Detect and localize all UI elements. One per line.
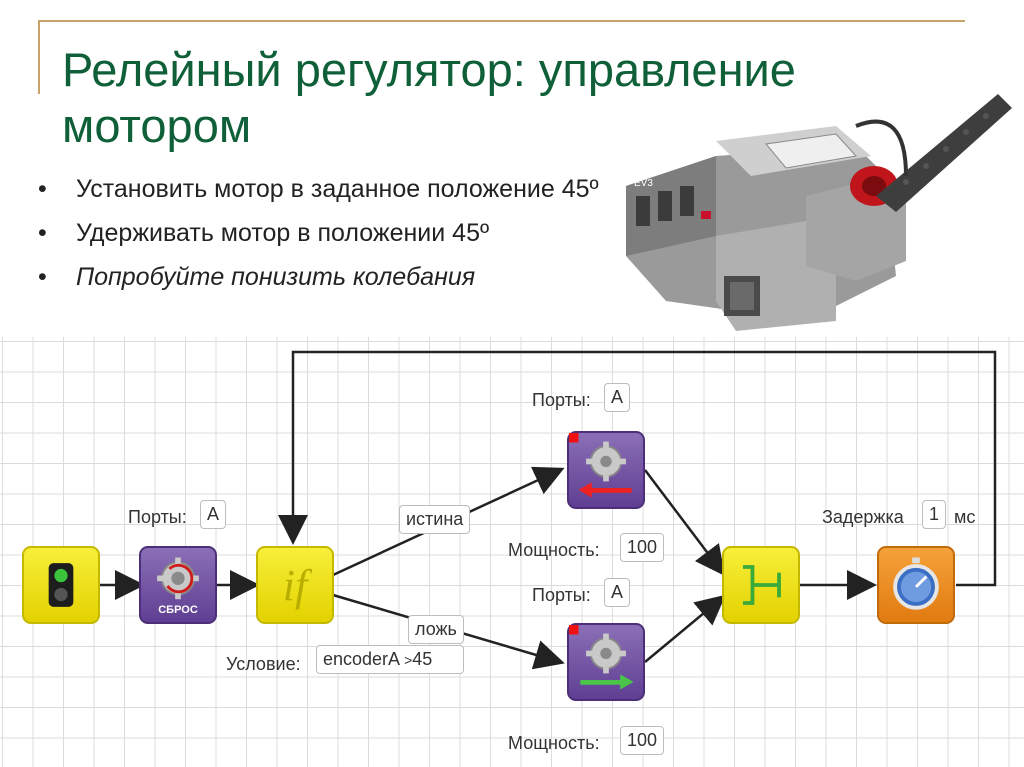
title-rule-top bbox=[38, 20, 965, 22]
bullet-dot: • bbox=[38, 263, 47, 291]
motor-bottom-ports-value[interactable]: A bbox=[604, 578, 631, 607]
motor-bottom-power-value[interactable]: 100 bbox=[620, 726, 665, 755]
motor-top-power-value[interactable]: 100 bbox=[620, 533, 665, 562]
delay-value[interactable]: 1 bbox=[922, 500, 947, 529]
bullet-item: • Установить мотор в заданное положение 4… bbox=[36, 172, 636, 206]
motor-bottom-block[interactable] bbox=[567, 623, 645, 701]
reset-caption: СБРОС bbox=[158, 604, 198, 616]
branch-false-label: ложь bbox=[408, 615, 464, 644]
bullet-item: • Попробуйте понизить колебания bbox=[36, 260, 636, 294]
stopwatch-icon bbox=[893, 557, 939, 610]
gear-reset-icon bbox=[157, 557, 199, 600]
ev3-label: EV3 bbox=[634, 178, 653, 189]
bullet-item: • Удерживать мотор в положении 45º bbox=[36, 216, 636, 250]
if-icon: if bbox=[282, 561, 308, 610]
title-rule-left bbox=[38, 20, 40, 94]
condition-operator: > bbox=[404, 652, 413, 668]
motor-top-ports-value[interactable]: A bbox=[604, 383, 631, 412]
reset-ports-label: Порты: bbox=[128, 507, 187, 527]
gear-backward-icon bbox=[569, 433, 632, 498]
join-block[interactable] bbox=[722, 546, 800, 624]
gear-forward-icon bbox=[569, 625, 634, 690]
if-block[interactable]: if bbox=[256, 546, 334, 624]
condition-box[interactable]: encoderA >45 bbox=[316, 645, 464, 674]
delay-unit: мс bbox=[954, 507, 976, 527]
reset-rotation-block[interactable]: СБРОС bbox=[139, 546, 217, 624]
traffic-light-icon bbox=[48, 563, 74, 607]
motor-top-power-label: Мощность: bbox=[508, 540, 600, 560]
ev3-robot-with-motor-image: EV3 bbox=[626, 94, 1012, 331]
bullet-dot: • bbox=[38, 219, 47, 247]
merge-icon bbox=[742, 565, 781, 605]
condition-threshold: 45 bbox=[412, 649, 433, 669]
bullet-text: Установить мотор в заданное положение 45… bbox=[76, 175, 599, 203]
condition-label: Условие: bbox=[226, 654, 301, 674]
branch-true-label: истина bbox=[399, 505, 471, 534]
bullet-text: Попробуйте понизить колебания bbox=[76, 263, 476, 291]
bullet-text: Удерживать мотор в положении 45º bbox=[76, 219, 490, 247]
condition-variable: encoderA bbox=[323, 649, 400, 669]
motor-top-block[interactable] bbox=[567, 431, 645, 509]
bullet-dot: • bbox=[38, 175, 47, 203]
motor-bottom-power-label: Мощность: bbox=[508, 733, 600, 753]
slide-title: Релейный регулятор: управление мотором bbox=[62, 43, 796, 152]
delay-label: Задержка bbox=[822, 507, 904, 527]
delay-block[interactable] bbox=[877, 546, 955, 624]
motor-top-ports-label: Порты: bbox=[532, 390, 591, 410]
motor-bottom-ports-label: Порты: bbox=[532, 585, 591, 605]
reset-ports-value[interactable]: A bbox=[200, 500, 227, 529]
bullet-list: • Установить мотор в заданное положение 4… bbox=[36, 172, 636, 304]
start-block[interactable] bbox=[22, 546, 100, 624]
